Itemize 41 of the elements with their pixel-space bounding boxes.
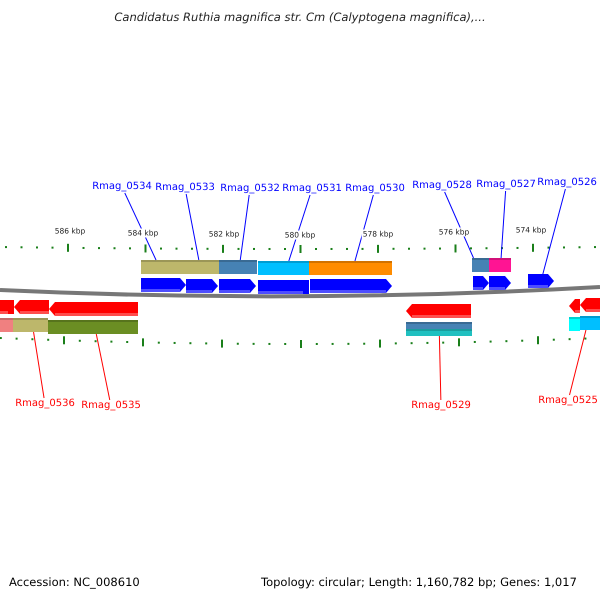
leader-line [240, 194, 250, 260]
leader-line [444, 192, 474, 258]
gene-drawing [13, 300, 49, 332]
gene-drawing [569, 299, 580, 331]
leader-line [569, 330, 586, 396]
gene-label: Rmag_0531 [282, 183, 342, 195]
gene-drawing [0, 300, 14, 332]
gene-label: Rmag_0526 [537, 177, 597, 189]
gene-drawing [580, 298, 600, 330]
leader-line [500, 190, 506, 258]
leader-line [186, 194, 200, 260]
gene-drawing [489, 258, 511, 290]
leader-line [124, 192, 157, 260]
gene-drawing [258, 261, 309, 294]
leader-line [288, 194, 311, 262]
leader-line [542, 188, 566, 274]
gene-label: Rmag_0529 [411, 400, 471, 412]
gene-label: Rmag_0532 [220, 183, 280, 195]
gene-drawing [528, 274, 554, 288]
gene-drawing [406, 304, 472, 336]
gene-label: Rmag_0534 [92, 181, 152, 193]
gene-drawing [185, 260, 219, 293]
gene-drawing [472, 258, 489, 290]
leader-line [96, 334, 110, 400]
leader-line [438, 336, 442, 400]
gene-label: Rmag_0525 [538, 395, 598, 407]
title: Candidatus Ruthia magnifica str. Cm (Calyptogena magnifica),... [114, 10, 486, 24]
gene-label: Rmag_0535 [81, 400, 141, 412]
gene-drawing [309, 261, 392, 293]
gene-drawing [141, 260, 186, 292]
gene-drawing [219, 260, 257, 293]
leader-line [354, 194, 374, 262]
gene-label: Rmag_0527 [476, 179, 536, 191]
genome-info-text: Topology: circular; Length: 1,160,782 bp; Genes: 1,017 [261, 575, 577, 589]
gene-label: Rmag_0533 [155, 182, 215, 194]
gene-drawing [48, 302, 138, 334]
accession-text: Accession: NC_008610 [9, 575, 140, 589]
gene-label: Rmag_0528 [412, 180, 472, 192]
gene-label: Rmag_0530 [345, 183, 405, 195]
leader-line [33, 332, 45, 398]
gene-label: Rmag_0536 [15, 398, 75, 410]
